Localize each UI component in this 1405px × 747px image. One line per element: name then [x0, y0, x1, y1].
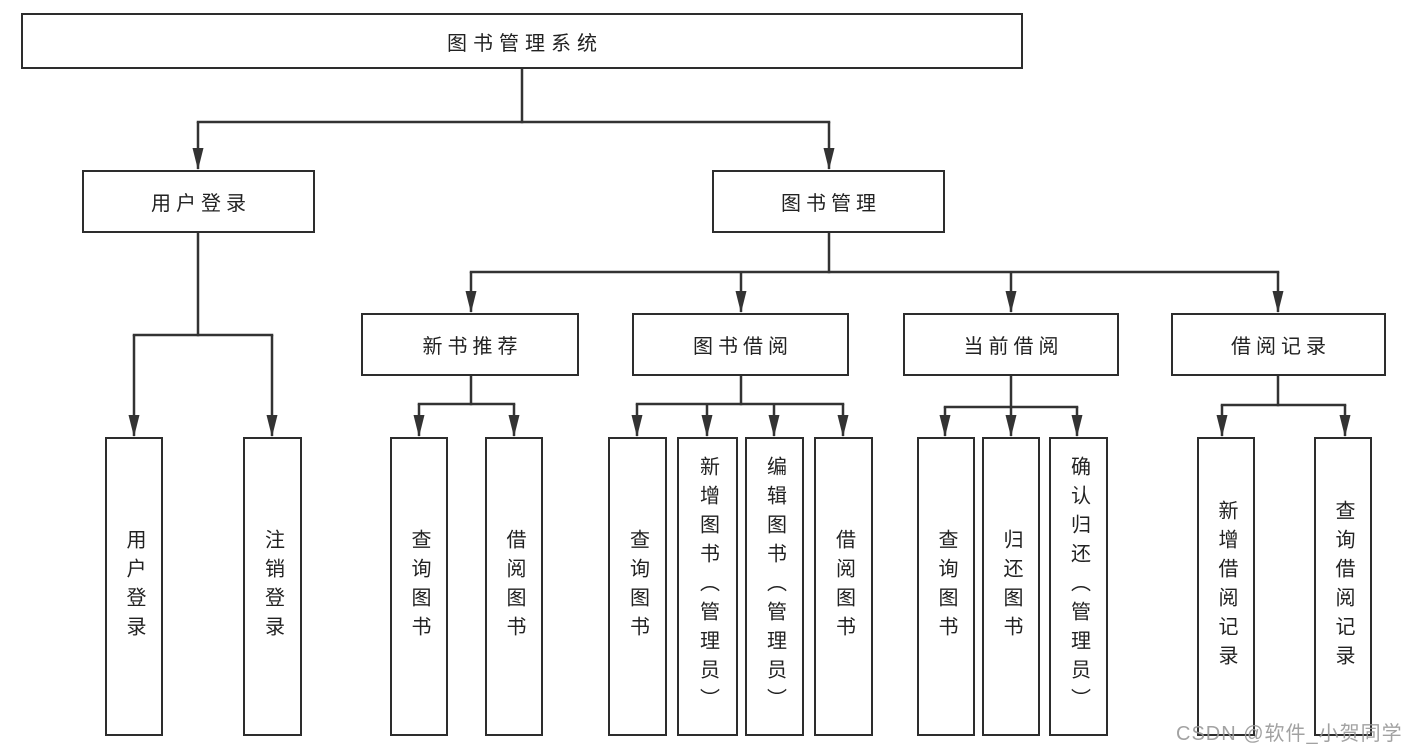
connector-arrow-lines — [128, 122, 1351, 437]
node-user-login: 用户登录 — [82, 170, 315, 233]
leaf-borrow-books-label: 借阅图书 — [832, 528, 855, 645]
node-current-borrow: 当前借阅 — [903, 313, 1119, 376]
leaf-user-login: 用户登录 — [105, 437, 163, 736]
leaf-confirm-return-admin-label: 确认归还（管理员） — [1067, 456, 1090, 717]
node-book-borrow: 图书借阅 — [632, 313, 849, 376]
node-book-management: 图书管理 — [712, 170, 945, 233]
leaf-confirm-return-admin: 确认归还（管理员） — [1049, 437, 1108, 736]
leaf-query-books-recommend-label: 查询图书 — [408, 528, 430, 645]
leaf-borrow-books-recommend: 借阅图书 — [485, 437, 543, 736]
leaf-return-books: 归还图书 — [982, 437, 1040, 736]
node-borrow-records: 借阅记录 — [1171, 313, 1386, 376]
node-book-management-label: 图书管理 — [781, 193, 881, 215]
node-root-system: 图书管理系统 — [21, 13, 1023, 69]
leaf-query-borrow-record-label: 查询借阅记录 — [1332, 499, 1354, 674]
leaf-query-books-current-label: 查询图书 — [935, 528, 957, 645]
leaf-logout-login: 注销登录 — [243, 437, 302, 736]
leaf-query-books-recommend: 查询图书 — [390, 437, 448, 736]
leaf-add-borrow-record-label: 新增借阅记录 — [1215, 499, 1237, 674]
leaf-return-books-label: 归还图书 — [1000, 528, 1022, 645]
leaf-add-books-admin-label: 新增图书（管理员） — [696, 456, 719, 717]
node-new-book-recommend-label: 新书推荐 — [422, 336, 523, 358]
node-book-borrow-label: 图书借阅 — [693, 336, 793, 358]
leaf-query-books-current: 查询图书 — [917, 437, 975, 736]
leaf-borrow-books-recommend-label: 借阅图书 — [503, 528, 525, 645]
leaf-query-books-borrow: 查询图书 — [608, 437, 667, 736]
node-root-label: 图书管理系统 — [447, 32, 603, 55]
leaf-logout-login-label: 注销登录 — [261, 528, 284, 645]
leaf-query-books-borrow-label: 查询图书 — [626, 528, 649, 645]
leaf-borrow-books: 借阅图书 — [814, 437, 873, 736]
leaf-add-books-admin: 新增图书（管理员） — [677, 437, 738, 736]
node-new-book-recommend: 新书推荐 — [361, 313, 579, 376]
node-user-login-label: 用户登录 — [151, 193, 251, 215]
leaf-add-borrow-record: 新增借阅记录 — [1197, 437, 1255, 736]
leaf-edit-books-admin: 编辑图书（管理员） — [745, 437, 804, 736]
leaf-user-login-label: 用户登录 — [123, 528, 145, 645]
leaf-query-borrow-record: 查询借阅记录 — [1314, 437, 1372, 736]
node-borrow-records-label: 借阅记录 — [1231, 336, 1331, 358]
leaf-edit-books-admin-label: 编辑图书（管理员） — [763, 456, 786, 717]
connector-trunk-lines — [132, 67, 1347, 409]
csdn-watermark: CSDN @软件_小贺同学 — [1176, 723, 1403, 745]
node-current-borrow-label: 当前借阅 — [963, 336, 1064, 358]
